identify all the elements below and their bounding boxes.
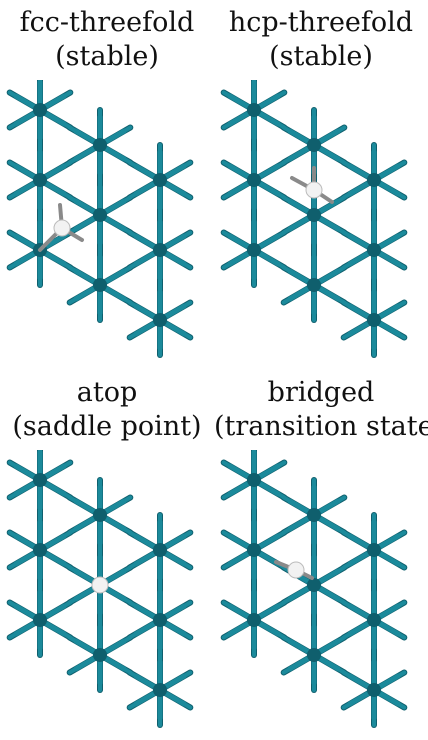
metal-atom xyxy=(307,508,321,522)
metal-atom xyxy=(307,278,321,292)
metal-atom xyxy=(33,103,47,117)
panel-hcp-threefold: hcp-threefold (stable) xyxy=(214,0,428,370)
metal-atom xyxy=(307,578,321,592)
metal-atom xyxy=(247,473,261,487)
panel-atop: atop (saddle point) xyxy=(0,370,214,740)
metal-atom xyxy=(153,613,167,627)
metal-atom xyxy=(153,243,167,257)
panel-title: hcp-threefold xyxy=(228,7,414,38)
metal-atom xyxy=(153,173,167,187)
metal-atom xyxy=(367,313,381,327)
panel-subtitle: (saddle point) xyxy=(12,411,202,442)
metal-atom xyxy=(367,243,381,257)
lattice-structure xyxy=(220,80,408,358)
panel-bridged: bridged (transition state) xyxy=(214,370,428,740)
metal-atom xyxy=(153,313,167,327)
adsorbate-atom xyxy=(91,576,109,594)
metal-atom xyxy=(307,648,321,662)
lattice-structure xyxy=(6,80,194,358)
metal-atom xyxy=(33,613,47,627)
panel-title: atop xyxy=(76,377,138,408)
metal-atom xyxy=(247,613,261,627)
panel-title: fcc-threefold xyxy=(19,7,195,38)
adsorbate-atom xyxy=(53,219,71,237)
metal-atom xyxy=(247,173,261,187)
panel-fcc-threefold: fcc-threefold (stable) xyxy=(0,0,214,370)
metal-atom xyxy=(33,173,47,187)
metal-atom xyxy=(247,103,261,117)
adsorbate-atom xyxy=(287,561,305,579)
metal-atom xyxy=(307,138,321,152)
adsorbate-atom xyxy=(305,181,323,199)
metal-atom xyxy=(93,278,107,292)
panel-title: bridged xyxy=(267,377,375,408)
metal-atom xyxy=(93,648,107,662)
metal-atom xyxy=(153,683,167,697)
metal-atom xyxy=(367,683,381,697)
metal-atom xyxy=(93,138,107,152)
metal-atom xyxy=(33,473,47,487)
metal-atom xyxy=(247,543,261,557)
panel-subtitle: (transition state) xyxy=(214,411,428,442)
metal-atom xyxy=(247,243,261,257)
metal-atom xyxy=(367,613,381,627)
lattice-structure xyxy=(6,450,194,728)
metal-atom xyxy=(93,208,107,222)
panel-subtitle: (stable) xyxy=(55,41,159,72)
metal-atom xyxy=(33,543,47,557)
metal-atom xyxy=(367,543,381,557)
metal-atom xyxy=(307,208,321,222)
metal-atom xyxy=(153,543,167,557)
panel-subtitle: (stable) xyxy=(269,41,373,72)
metal-atom xyxy=(93,508,107,522)
lattice-structure xyxy=(220,450,408,728)
metal-atom xyxy=(367,173,381,187)
